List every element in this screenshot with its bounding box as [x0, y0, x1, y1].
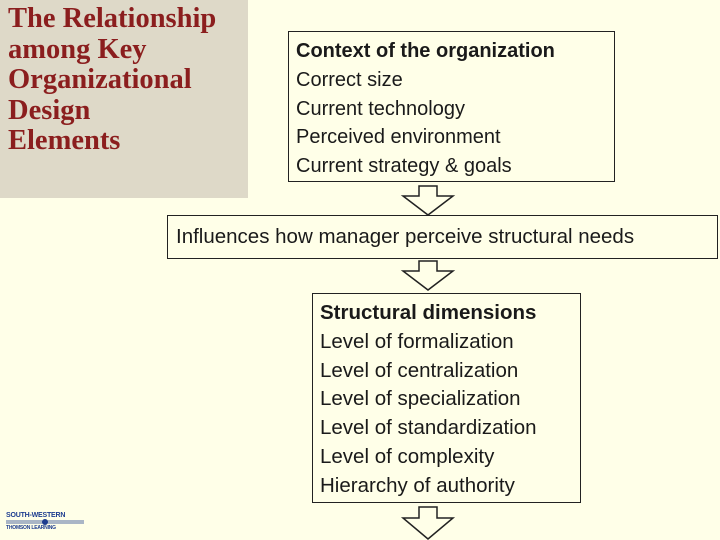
influence-box: Influences how manager perceive structur… — [167, 215, 718, 259]
title-line: Organizational — [8, 64, 192, 95]
title-line: among Key — [8, 33, 147, 65]
context-box: Context of the organization Correct size… — [288, 31, 615, 182]
title-panel: The Relationship among Key Organizationa… — [0, 0, 248, 198]
slide-title: The Relationship among Key Organizationa… — [8, 3, 217, 157]
down-arrow-icon — [400, 260, 456, 291]
structure-box: Structural dimensions Level of formaliza… — [312, 293, 581, 503]
context-item: Correct size — [296, 68, 403, 91]
context-heading: Context of the organization — [296, 40, 555, 62]
structure-item: Level of standardization — [320, 416, 537, 440]
structure-item: Level of centralization — [320, 358, 519, 382]
down-arrow-icon — [400, 506, 456, 540]
title-line: Elements — [8, 125, 121, 156]
structure-item: Level of specialization — [320, 387, 521, 411]
structure-heading: Structural dimensions — [320, 301, 537, 324]
logo-top-text: SOUTH-WESTERN — [6, 512, 66, 519]
context-item: Current strategy & goals — [296, 155, 512, 178]
logo-bottom-text: THOMSON LEARNING — [6, 525, 56, 531]
publisher-logo: SOUTH-WESTERN THOMSON LEARNING — [6, 511, 84, 533]
context-item: Perceived environment — [296, 126, 501, 149]
context-item: Current technology — [296, 97, 465, 120]
influence-text: Influences how manager perceive structur… — [176, 225, 635, 248]
title-line: The Relationship — [8, 3, 217, 34]
structure-item: Hierarchy of authority — [320, 473, 515, 497]
structure-item: Level of formalization — [320, 329, 514, 353]
down-arrow-icon — [400, 185, 456, 216]
title-line: Design — [8, 94, 91, 126]
structure-item: Level of complexity — [320, 444, 495, 468]
